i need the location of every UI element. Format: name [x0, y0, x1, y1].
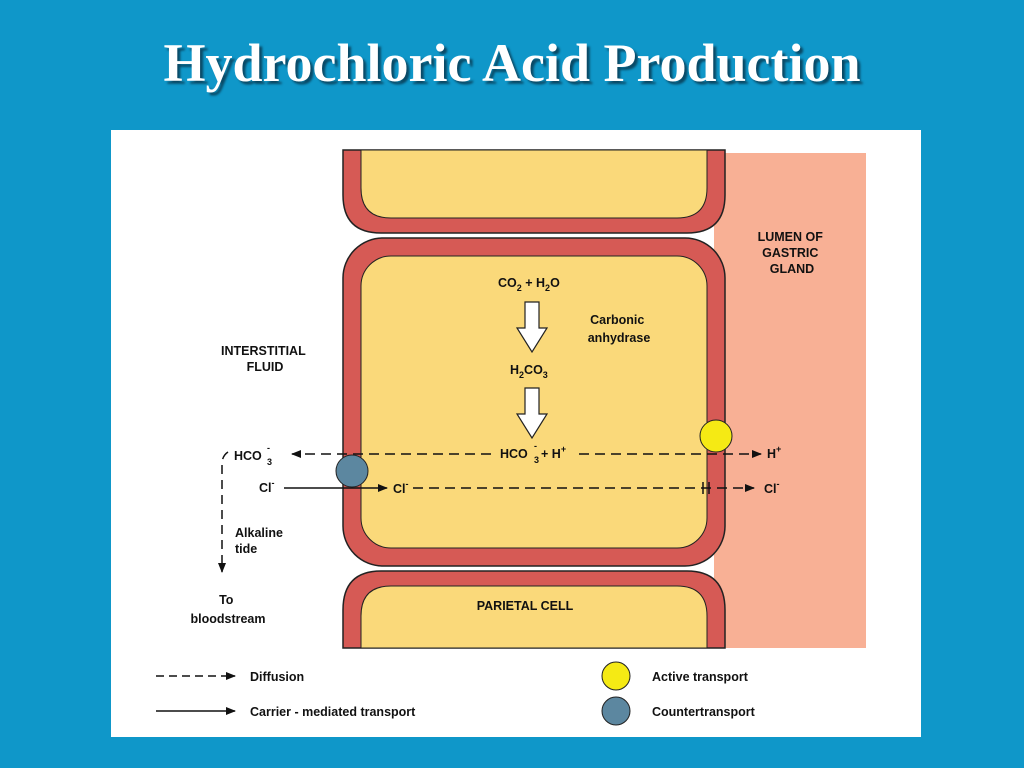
carbonic-anhydrase-label: Carbonic anhydrase	[588, 313, 651, 345]
lumen-region	[714, 153, 866, 648]
products-subscript: 3	[534, 455, 539, 465]
parietal-cell-diagram: LUMEN OF GASTRIC GLAND INTERSTITIAL FLUI…	[156, 149, 866, 726]
products-label: HCO	[500, 447, 528, 461]
to-bloodstream-label: To bloodstream	[190, 593, 265, 626]
legend-diffusion-label: Diffusion	[250, 670, 304, 684]
cell-chloride-label: Cl-	[393, 479, 409, 496]
lumen-chloride-label: Cl-	[764, 479, 780, 496]
diagram-panel: LUMEN OF GASTRIC GLAND INTERSTITIAL FLUI…	[111, 130, 921, 737]
lower-cell-cytoplasm	[360, 585, 708, 649]
products-charge: -	[534, 441, 537, 451]
reaction-arrow-2	[515, 387, 549, 440]
active-transport-pump	[699, 419, 733, 453]
products-proton: + H+	[541, 444, 566, 461]
lumen-proton-label: H+	[767, 444, 781, 461]
interstitial-chloride-label: Cl-	[259, 478, 275, 495]
upper-cell-cytoplasm	[360, 149, 708, 219]
alkaline-tide-label: Alkaline tide	[235, 526, 286, 556]
legend-active-transport-label: Active transport	[652, 670, 749, 684]
legend-countertransport-swatch	[601, 696, 631, 726]
alkaline-tide-arrow	[218, 451, 229, 573]
parietal-cell-label: PARIETAL CELL	[477, 599, 574, 613]
legend: Diffusion Carrier - mediated transport A…	[156, 661, 756, 726]
carbonic-acid-label: H2CO3	[510, 363, 548, 380]
interstitial-bicarbonate-label: HCO	[234, 449, 262, 463]
legend-countertransport-label: Countertransport	[652, 705, 756, 719]
legend-active-transport-swatch	[601, 661, 631, 691]
countertransport-exchanger	[335, 454, 369, 488]
slide-title: Hydrochloric Acid Production	[163, 33, 861, 93]
reaction-arrow-1	[515, 301, 549, 354]
legend-carrier-label: Carrier - mediated transport	[250, 705, 416, 719]
lumen-label: LUMEN OF GASTRIC GLAND	[758, 230, 827, 276]
interstitial-bicarbonate-subscript: 3	[267, 457, 272, 467]
interstitial-fluid-label: INTERSTITIAL FLUID	[221, 344, 309, 374]
reactants-label: CO2 + H2O	[498, 276, 560, 293]
interstitial-bicarbonate-charge: -	[267, 443, 270, 453]
